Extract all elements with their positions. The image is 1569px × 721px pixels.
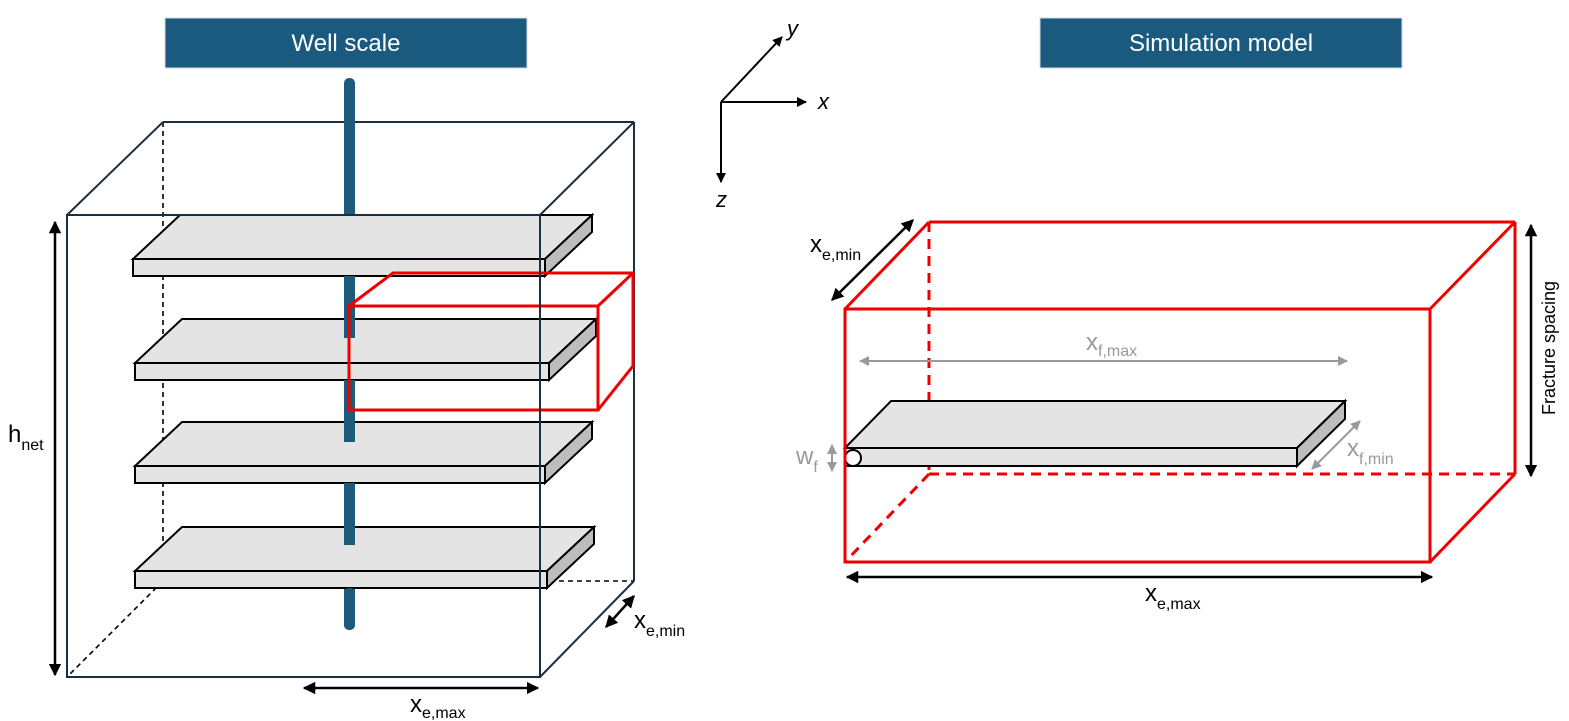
fracture-slab xyxy=(842,398,1348,469)
z-axis-label: z xyxy=(715,187,727,212)
width-label: xe,max xyxy=(1145,580,1201,613)
depth-dimension-arrow xyxy=(605,595,635,628)
y-axis-label: y xyxy=(785,16,800,41)
simulation-element-outline xyxy=(347,271,635,412)
sim-box-back-edges xyxy=(929,220,1517,474)
x-axis-label: x xyxy=(817,89,830,114)
fracture-plate xyxy=(132,316,599,383)
fracture-spacing-label: Fracture spacing xyxy=(1539,281,1559,415)
block-front-edges xyxy=(66,121,635,678)
wellbore-segment xyxy=(344,483,355,545)
sim-box-hidden-edges xyxy=(843,222,1515,564)
height-label: hnet xyxy=(8,421,44,454)
svg-text:Well scale: Well scale xyxy=(292,30,401,57)
depth-dimension-arrow xyxy=(831,219,914,301)
wellbore-cross-section xyxy=(844,449,862,467)
coordinate-axes: y x z xyxy=(715,16,830,212)
simulation-model-title: Simulation model xyxy=(1039,17,1403,69)
depth-label: xe,min xyxy=(810,231,861,264)
fracture-length-label: xf,max xyxy=(1086,329,1137,360)
wellbore-segment xyxy=(344,588,355,630)
width-label: xe,max xyxy=(410,691,466,721)
sim-box-front-edges xyxy=(843,220,1517,564)
fracture-depth-arrow xyxy=(1311,420,1361,470)
well-scale-title: Well scale xyxy=(164,17,528,69)
left-panel: Well scale xyxy=(8,17,685,721)
fracture-plate xyxy=(132,524,597,591)
fracture-depth-label: xf,min xyxy=(1347,435,1394,468)
fracture-plate xyxy=(132,419,595,486)
svg-text:Simulation model: Simulation model xyxy=(1129,30,1313,57)
depth-label: xe,min xyxy=(634,607,685,640)
fracture-width-label: wf xyxy=(795,443,818,476)
right-panel: Simulation model xe, xyxy=(795,17,1559,613)
fracture-plate xyxy=(130,212,595,279)
